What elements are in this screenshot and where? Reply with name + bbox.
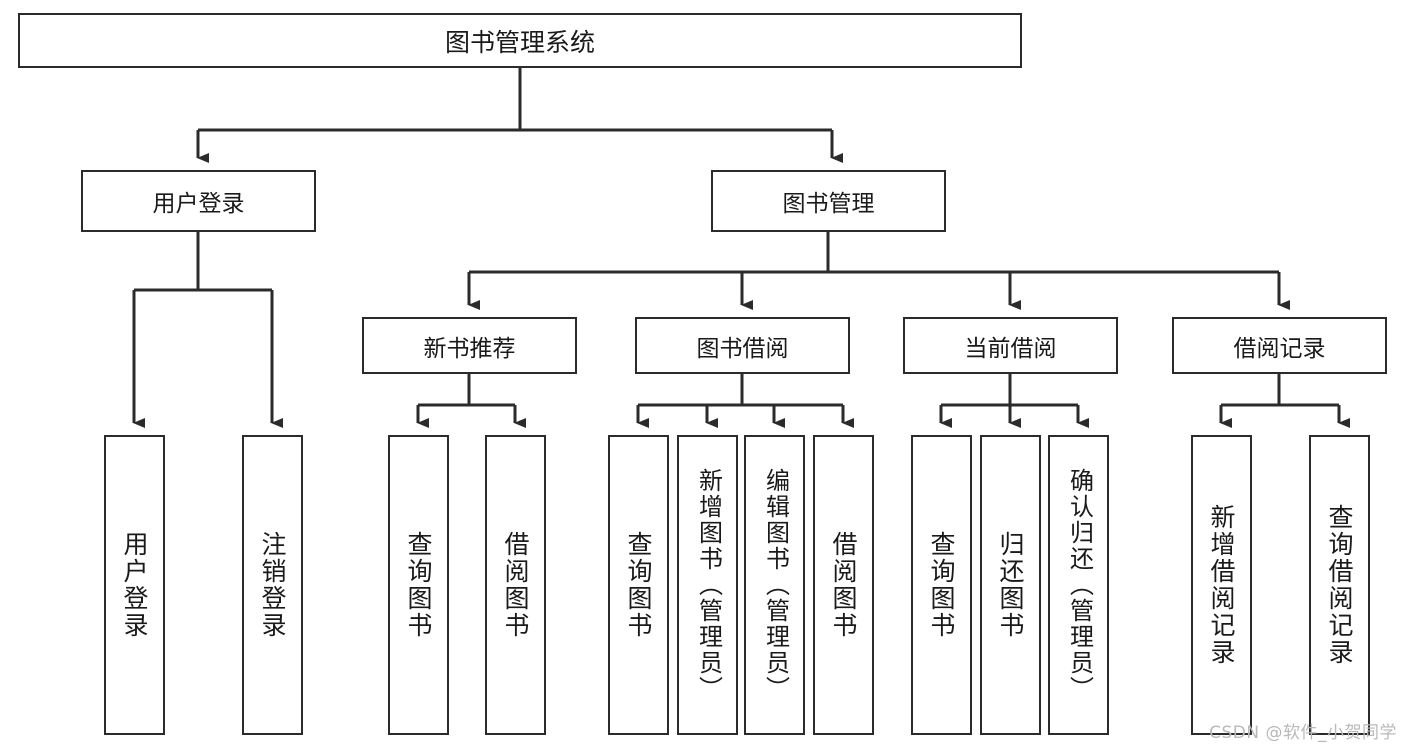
node-label: 借阅记录 <box>1233 335 1326 362</box>
leaf-label: 查询借阅记录 <box>1325 504 1354 666</box>
node-label: 当前借阅 <box>964 335 1057 362</box>
node-root-system[interactable]: 图书管理系统 <box>18 13 1022 68</box>
node-book-borrow[interactable]: 图书借阅 <box>635 317 850 374</box>
leaf-label: 确认归还（管理员） <box>1065 468 1094 702</box>
leaf-confirm-return-admin[interactable]: 确认归还（管理员） <box>1048 435 1109 735</box>
leaf-logout[interactable]: 注销登录 <box>242 435 303 735</box>
node-label: 用户登录 <box>152 191 245 217</box>
node-current-borrow[interactable]: 当前借阅 <box>903 317 1118 374</box>
leaf-query-borrow-record[interactable]: 查询借阅记录 <box>1309 435 1370 735</box>
leaf-label: 新增借阅记录 <box>1207 504 1236 666</box>
leaf-user-login[interactable]: 用户登录 <box>104 435 165 735</box>
leaf-borrow-book[interactable]: 借阅图书 <box>813 435 874 735</box>
leaf-add-borrow-record[interactable]: 新增借阅记录 <box>1191 435 1252 735</box>
node-user-login[interactable]: 用户登录 <box>81 170 316 232</box>
leaf-label: 查询图书 <box>927 531 956 639</box>
node-new-book-recommend[interactable]: 新书推荐 <box>362 317 577 374</box>
leaf-edit-book-admin[interactable]: 编辑图书（管理员） <box>744 435 805 735</box>
node-label: 图书借阅 <box>696 335 789 362</box>
leaf-label: 查询图书 <box>624 531 653 639</box>
leaf-label: 注销登录 <box>258 531 287 639</box>
leaf-label: 借阅图书 <box>829 531 858 639</box>
leaf-label: 查询图书 <box>404 531 433 639</box>
node-label: 图书管理系统 <box>444 27 595 57</box>
leaf-label: 用户登录 <box>120 531 149 639</box>
leaf-query-book-current[interactable]: 查询图书 <box>911 435 972 735</box>
watermark: CSDN @软件_小贺同学 <box>1209 723 1397 743</box>
node-label: 新书推荐 <box>423 335 516 362</box>
leaf-label: 编辑图书（管理员） <box>761 468 790 702</box>
node-label: 图书管理 <box>782 191 875 217</box>
leaf-label: 归还图书 <box>996 531 1025 639</box>
node-borrow-record[interactable]: 借阅记录 <box>1172 317 1387 374</box>
leaf-return-book[interactable]: 归还图书 <box>980 435 1041 735</box>
node-book-management[interactable]: 图书管理 <box>711 170 946 232</box>
leaf-label: 借阅图书 <box>501 531 530 639</box>
leaf-query-book-recommend[interactable]: 查询图书 <box>388 435 449 735</box>
leaf-label: 新增图书（管理员） <box>694 468 723 702</box>
leaf-query-book-borrow[interactable]: 查询图书 <box>608 435 669 735</box>
leaf-borrow-book-recommend[interactable]: 借阅图书 <box>485 435 546 735</box>
leaf-add-book-admin[interactable]: 新增图书（管理员） <box>677 435 738 735</box>
